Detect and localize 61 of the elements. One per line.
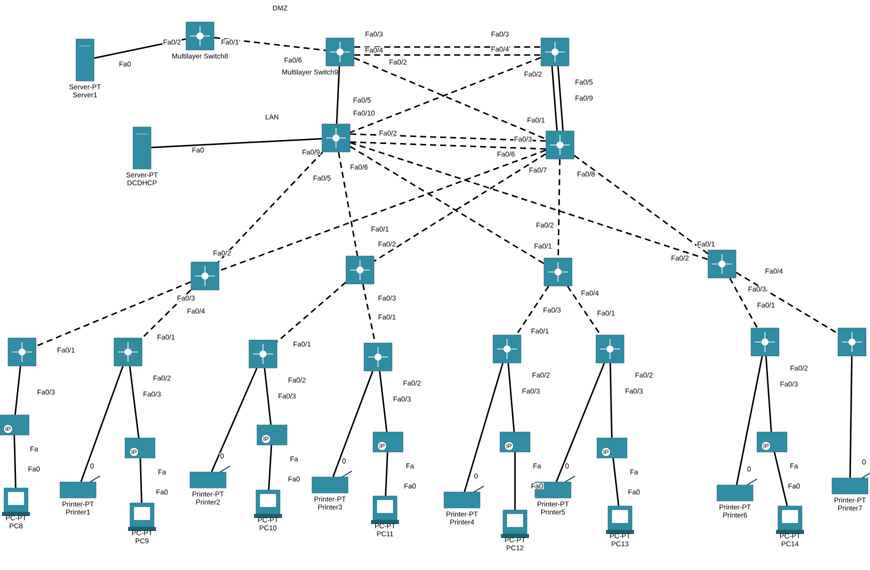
cable [374,153,546,262]
switch-icon [544,258,572,286]
switch-icon [364,342,392,372]
cable [774,452,788,506]
switch-icon [596,334,624,364]
cable [142,289,192,339]
cable [14,435,16,488]
cable [218,150,546,272]
cable [384,452,388,496]
cable [218,152,324,262]
cable [736,356,763,485]
cable [210,368,258,472]
switch-icon [546,130,574,160]
switch-icon [8,338,36,366]
switch-icon [248,340,278,368]
cable [514,452,516,510]
cable [350,146,544,264]
switch-icon [540,38,570,66]
cable [338,152,358,256]
cable [507,363,515,432]
cable [14,366,22,415]
cable [849,356,853,478]
cable [350,142,708,260]
cable [140,458,142,503]
cable [129,366,140,438]
switch-icon [190,262,220,290]
cable [736,272,838,334]
cable [464,362,504,492]
switch-icon [708,250,736,278]
cable [264,368,272,425]
cable [729,278,758,328]
switch-icon [838,328,866,356]
switch-icon [492,334,522,364]
cable [574,154,708,254]
cable [350,141,546,150]
cable [94,38,186,59]
switch-icon [114,338,142,366]
cable [378,371,388,432]
cable [276,282,346,342]
cable [612,458,620,506]
cable [350,133,546,142]
cable [36,281,192,347]
cable [551,66,558,131]
cable [214,36,326,52]
cable [765,356,772,432]
switch-icon [346,256,374,284]
cable [557,159,561,258]
cable [151,138,322,148]
cable [610,363,613,438]
cable [557,66,564,131]
cable [354,54,541,56]
cable [516,286,550,336]
switch-icon [750,328,780,356]
cable [556,362,605,482]
cable [566,286,602,336]
cable [354,46,541,48]
cable [332,370,374,478]
cable [268,445,272,490]
cable [80,366,124,482]
switch-icon [322,124,350,152]
cable [336,66,340,124]
